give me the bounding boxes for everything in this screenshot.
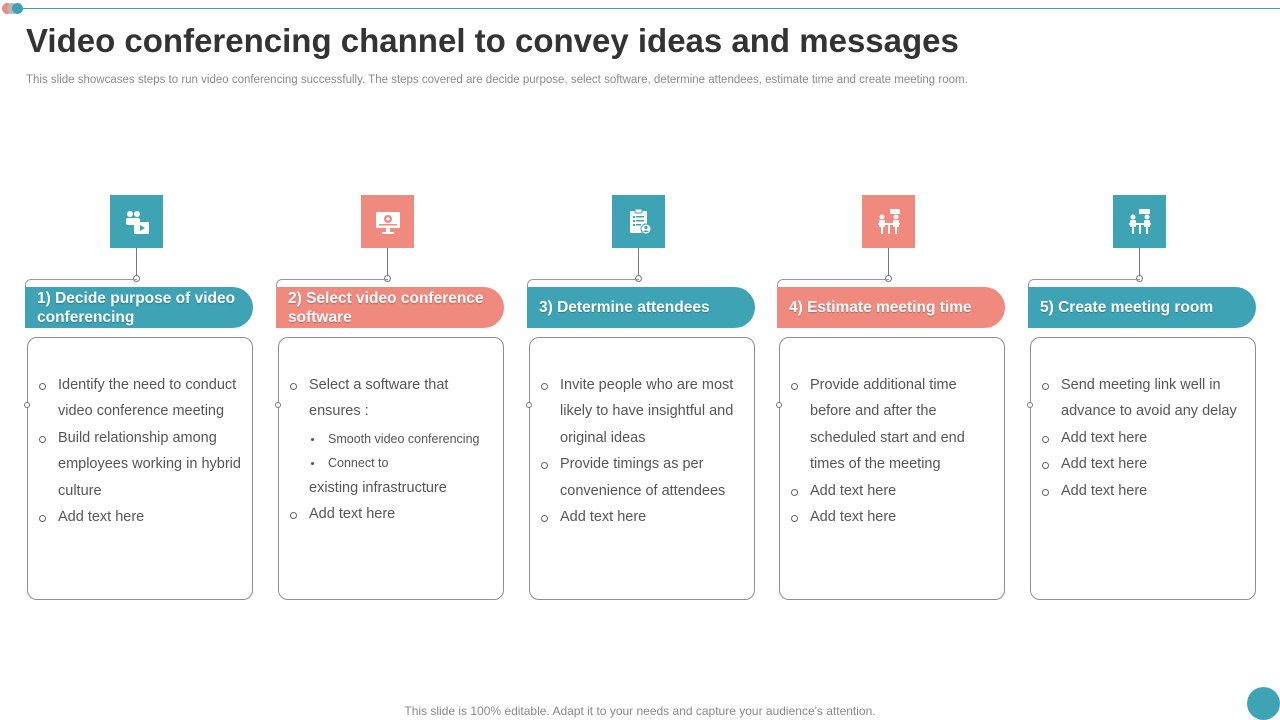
side-connector-dot [1027,402,1033,408]
step-card-5: Send meeting link well in advance to avo… [1030,337,1256,600]
list-item: Send meeting link well in advance to avo… [1041,372,1249,425]
step-heading-2: 2) Select video conference software [276,287,504,328]
step-column-4: 4) Estimate meeting time Provide additio… [776,195,1007,601]
slide-subtitle: This slide showcases steps to run video … [26,74,968,86]
slide-footer: This slide is 100% editable. Adapt it to… [404,704,876,718]
side-connector-dot [24,402,30,408]
step-card-4: Provide additional time before and after… [779,337,1005,600]
list-item: Provide additional time before and after… [790,372,998,478]
list-item: Add text here [540,504,748,530]
list-item: Provide timings as per convenience of at… [540,451,748,504]
list-item: Build relationship among employees worki… [38,425,246,504]
step-list-2: Select a software that ensures : Smooth … [289,372,497,527]
step-column-5: 5) Create meeting room Send meeting link… [1027,195,1258,601]
side-connector-dot [275,402,281,408]
meeting-table-icon [862,195,915,248]
header-frame [1028,279,1140,289]
list-item: Add text here [1041,451,1249,477]
step-heading-3: 3) Determine attendees [527,287,755,328]
step-column-1: 1) Decide purpose of video conferencing … [24,195,255,601]
list-item: Add text here [1041,425,1249,451]
list-item: Identify the need to conduct video confe… [38,372,246,425]
list-item: Add text here [1041,478,1249,504]
step-list-5: Send meeting link well in advance to avo… [1041,372,1249,504]
connector-stem [136,248,137,278]
sub-list-item-continuation: existing infrastructure [309,479,447,496]
sub-list-item: Smooth video conferencing [309,427,497,451]
attendee-list-icon [612,195,665,248]
connector-stem [1139,248,1140,278]
connector-stem [387,248,388,278]
header-frame [276,279,388,289]
step-card-2: Select a software that ensures : Smooth … [278,337,504,600]
video-call-icon [110,195,163,248]
list-item: Add text here [289,501,497,527]
list-item: Add text here [790,504,998,530]
connector-stem [638,248,639,278]
slide-title: Video conferencing channel to convey ide… [26,22,959,59]
header-frame [777,279,889,289]
header-frame [527,279,639,289]
list-item: Add text here [790,478,998,504]
monitor-software-icon [361,195,414,248]
top-rule [22,8,1280,9]
step-card-1: Identify the need to conduct video confe… [27,337,253,600]
step-heading-1: 1) Decide purpose of video conferencing [25,287,253,328]
connector-stem [888,248,889,278]
step-list-1: Identify the need to conduct video confe… [38,372,246,530]
step-column-2: 2) Select video conference software Sele… [275,195,506,601]
meeting-room-icon [1113,195,1166,248]
corner-circle-decoration [1247,687,1280,720]
side-connector-dot [776,402,782,408]
step-heading-5: 5) Create meeting room [1028,287,1256,328]
step-list-3: Invite people who are most likely to hav… [540,372,748,530]
list-item: Invite people who are most likely to hav… [540,372,748,451]
list-item: Add text here [38,504,246,530]
step-card-3: Invite people who are most likely to hav… [529,337,755,600]
step-list-4: Provide additional time before and after… [790,372,998,530]
step-heading-4: 4) Estimate meeting time [777,287,1005,328]
side-connector-dot [526,402,532,408]
header-frame [25,279,137,289]
list-item: Select a software that ensures : Smooth … [289,372,497,501]
step-column-3: 3) Determine attendees Invite people who… [526,195,757,601]
